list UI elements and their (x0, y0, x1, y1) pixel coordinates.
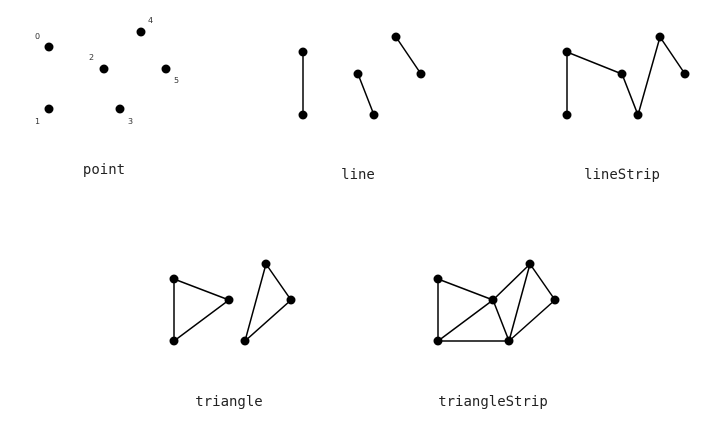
line-segment-c (395, 36, 422, 75)
triangle-strip-edge (508, 299, 556, 342)
vertex-index-0: 0 (35, 32, 40, 41)
caption-point: point (83, 162, 125, 178)
vertex (224, 295, 234, 305)
vertex (633, 110, 643, 120)
caption-line: line (341, 167, 375, 183)
vertex (240, 336, 250, 346)
vertex (169, 274, 179, 284)
vertex-0 (44, 42, 54, 52)
vertex (369, 110, 379, 120)
vertex (504, 336, 514, 346)
caption-triangle-strip: triangleStrip (438, 394, 548, 410)
vertex (550, 295, 560, 305)
vertex-3 (115, 104, 125, 114)
triangle-strip-edge (437, 299, 494, 342)
caption-triangle: triangle (195, 394, 262, 410)
triangle-strip-edge (492, 299, 510, 342)
caption-line-strip: lineStrip (584, 167, 660, 183)
triangle-b (243, 262, 292, 344)
vertex (298, 110, 308, 120)
vertex (298, 47, 308, 57)
vertex-1 (44, 104, 54, 114)
vertex-index-4: 4 (148, 16, 153, 25)
vertex (286, 295, 296, 305)
vertex-index-2: 2 (89, 53, 94, 62)
panel-line-strip: lineStrip (562, 32, 690, 183)
panel-triangle-strip: triangleStrip (433, 259, 560, 410)
vertex (433, 336, 443, 346)
triangle-strip-edge (508, 263, 531, 342)
vertex (488, 295, 498, 305)
vertex (433, 274, 443, 284)
panel-line: line (298, 32, 426, 183)
vertex (562, 110, 572, 120)
vertex (416, 69, 426, 79)
vertex (655, 32, 665, 42)
vertex (353, 69, 363, 79)
triangle-strip-edge (437, 278, 494, 301)
vertex (562, 47, 572, 57)
vertex-2 (99, 64, 109, 74)
vertex-5 (161, 64, 171, 74)
vertex (680, 69, 690, 79)
vertex (169, 336, 179, 346)
panel-triangle: triangle (169, 259, 296, 410)
vertex-index-3: 3 (128, 117, 133, 126)
vertex (391, 32, 401, 42)
vertex-4 (136, 27, 146, 37)
panel-point: 0 1 2 3 4 5 point (35, 16, 179, 178)
vertex (261, 259, 271, 269)
vertex-index-1: 1 (35, 117, 40, 126)
line-strip-path (566, 35, 686, 118)
triangle-strip-edge (492, 263, 531, 301)
triangle-a (173, 277, 231, 343)
triangle-strip-edge (529, 263, 556, 301)
vertex (617, 69, 627, 79)
vertex (525, 259, 535, 269)
line-segment-b (357, 73, 375, 116)
vertex-index-5: 5 (174, 76, 179, 85)
